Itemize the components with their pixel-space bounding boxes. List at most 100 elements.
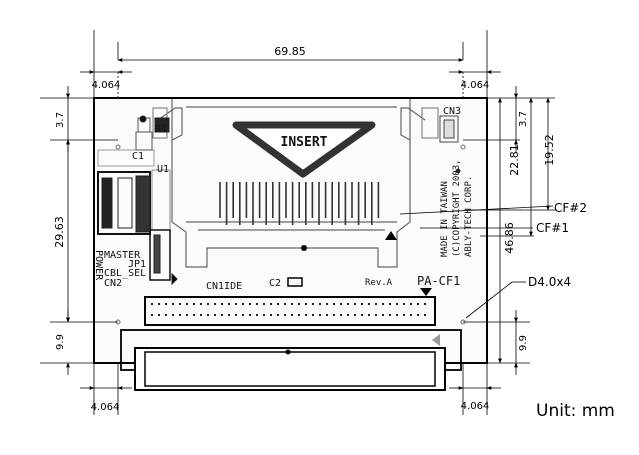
ide-pin <box>228 303 230 305</box>
rev-label: Rev.A <box>365 278 393 288</box>
ide-pin <box>326 303 328 305</box>
ide-pin <box>242 303 244 305</box>
pa-cf1-label: PA-CF1 <box>417 274 460 288</box>
c2-label: C2 <box>269 278 281 289</box>
ide-pin <box>298 314 300 316</box>
dim-bottom-left-offset: 4.064 <box>91 402 120 413</box>
ide-pin <box>305 303 307 305</box>
ide-pin <box>410 303 412 305</box>
ide-pin <box>221 314 223 316</box>
ide-pin <box>368 314 370 316</box>
dim-left-bottom: 9.9 <box>55 334 66 350</box>
ide-pin1-marker <box>432 334 440 346</box>
ide-pin <box>424 303 426 305</box>
dim-right-mid: 19.52 <box>543 134 556 166</box>
cbl-sel-pin-marker <box>171 272 178 286</box>
ide-pin <box>354 303 356 305</box>
dim-top-left-offset: 4.064 <box>92 80 121 91</box>
ide-pin <box>291 303 293 305</box>
ide-pin <box>389 314 391 316</box>
ide-pin <box>151 314 153 316</box>
callout-cf2: CF#2 <box>554 201 587 215</box>
ide-pin <box>165 303 167 305</box>
ide-pin <box>396 314 398 316</box>
ide-pin <box>228 314 230 316</box>
jp1-label: JP1 <box>128 259 146 270</box>
ide-pin <box>305 314 307 316</box>
mounting-hole-top-right <box>460 144 466 150</box>
ide-pin <box>396 303 398 305</box>
ide-pin <box>256 314 258 316</box>
ide-pin <box>375 314 377 316</box>
ide-pin <box>151 303 153 305</box>
ide-pin <box>186 303 188 305</box>
ide-pin <box>389 303 391 305</box>
ide-pin <box>417 303 419 305</box>
ide-pin <box>242 314 244 316</box>
ide-pin <box>291 314 293 316</box>
ide-pin <box>172 314 174 316</box>
ide-pin <box>249 303 251 305</box>
board: INSERT <box>93 97 488 391</box>
ide-pin <box>368 303 370 305</box>
copyright-label: (C)COPYRIGHT 2003, <box>452 159 462 257</box>
cbl-sel-label: CBL_SEL <box>104 268 146 279</box>
ide-pin <box>298 303 300 305</box>
ide-pin <box>347 303 349 305</box>
cn1ide-label: CN1IDE <box>206 281 242 292</box>
ide-pin <box>235 314 237 316</box>
ide-pin <box>207 303 209 305</box>
ide-pin <box>200 314 202 316</box>
ide-pin <box>277 314 279 316</box>
dimension-lines <box>40 30 555 415</box>
cn3-connector <box>439 115 461 174</box>
made-in-label: MADE IN TAIWAN <box>440 181 450 257</box>
dim-right-top: 3.7 <box>518 111 529 127</box>
ide-pin <box>340 314 342 316</box>
dim-right-inner: 22.81 <box>508 144 521 176</box>
insert-arrow: INSERT <box>232 121 376 178</box>
ide-pin <box>277 303 279 305</box>
dim-bottom-right-offset: 4.064 <box>461 401 490 412</box>
c1-label: C1 <box>132 151 144 162</box>
ide-pin <box>361 314 363 316</box>
cf-pin-fingers <box>219 182 380 225</box>
ide-pin <box>221 303 223 305</box>
ide-pin <box>284 314 286 316</box>
dim-right-bottom: 9.9 <box>518 335 529 351</box>
ide-pin <box>403 314 405 316</box>
ide-pin <box>354 314 356 316</box>
dim-left-height: 29.63 <box>53 216 66 248</box>
ide-pin <box>214 303 216 305</box>
dim-right-overall: 46.86 <box>503 222 516 254</box>
master-label: MASTER <box>104 250 141 261</box>
ide-pin <box>207 314 209 316</box>
u1-label: U1 <box>157 164 169 175</box>
ide-pin <box>270 314 272 316</box>
ide-pin <box>347 314 349 316</box>
ide-pin <box>361 303 363 305</box>
ide-pin <box>375 303 377 305</box>
ide-pin <box>235 303 237 305</box>
callout-hole: D4.0x4 <box>528 275 571 289</box>
pa-cf1-marker <box>420 288 432 296</box>
ide-pins <box>151 303 426 316</box>
ide-pin <box>340 303 342 305</box>
ide-pin <box>214 314 216 316</box>
board-dot <box>301 245 307 251</box>
ide-pin <box>158 314 160 316</box>
ide-pin <box>417 314 419 316</box>
ide-pin <box>200 303 202 305</box>
dim-top-right-offset: 4.064 <box>461 80 490 91</box>
callout-cf1: CF#1 <box>536 221 569 235</box>
ide-pin <box>179 314 181 316</box>
ide-pin <box>263 314 265 316</box>
cn3-label: CN3 <box>443 106 461 117</box>
power-label: POWER <box>93 250 104 281</box>
ide-pin <box>284 303 286 305</box>
insert-label: INSERT <box>281 135 328 150</box>
ide-pin <box>326 314 328 316</box>
ide-pin <box>165 314 167 316</box>
ide-pin <box>312 303 314 305</box>
